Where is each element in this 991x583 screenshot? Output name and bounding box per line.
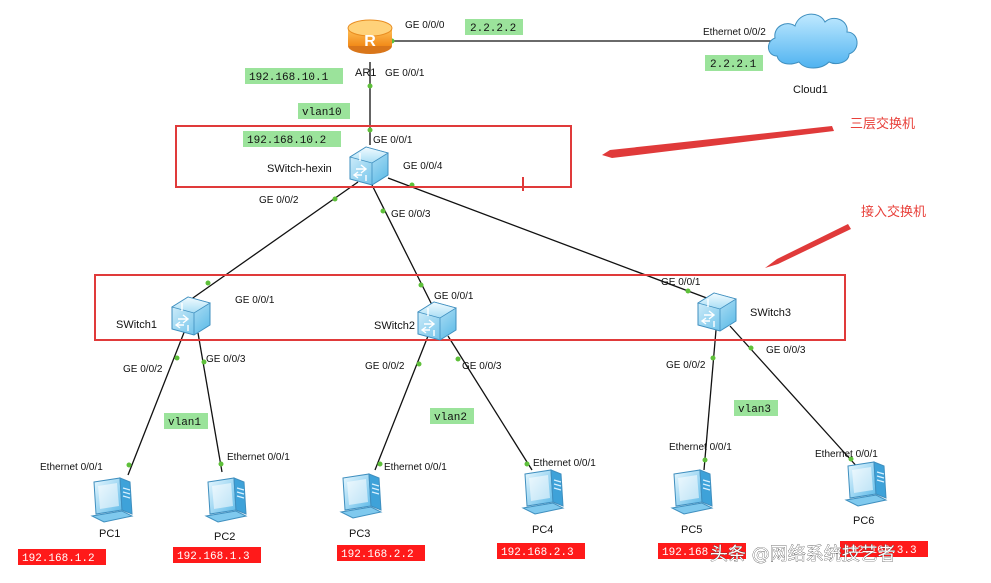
device-label-sw1: SWitch1 [116, 319, 157, 331]
port-label: Ethernet 0/0/1 [40, 462, 103, 473]
link-core-sw1 [189, 181, 359, 301]
green-tags: 2.2.2.2 2.2.2.1 192.168.10.1 vlan10 192.… [164, 19, 778, 429]
svg-text:R: R [364, 33, 376, 50]
port-label: GE 0/0/3 [766, 345, 806, 356]
annotation-arrows [602, 126, 851, 268]
pc-icon[interactable] [522, 469, 564, 515]
device-label-core: SWitch-hexin [267, 163, 332, 175]
port-label: Ethernet 0/0/2 [703, 27, 766, 38]
port-label: Ethernet 0/0/1 [669, 442, 732, 453]
ip-tag-pc6: 192.168.3.3 [844, 545, 917, 557]
port-label: GE 0/0/2 [666, 360, 706, 371]
port-label: GE 0/0/0 [405, 20, 445, 31]
access-layer-box [94, 274, 846, 341]
arrow-access-annotation [765, 224, 851, 268]
core-layer-box [175, 125, 572, 188]
l3-switch-icon[interactable] [349, 146, 389, 186]
port-label: GE 0/0/1 [235, 295, 275, 306]
port-label: GE 0/0/2 [123, 364, 163, 375]
port-label: GE 0/0/3 [391, 209, 431, 220]
port-label: Ethernet 0/0/1 [384, 462, 447, 473]
watermark-text: 头条 @网络系统技艺者 [710, 544, 896, 565]
device-label-pc1: PC1 [99, 528, 120, 540]
red-tags: 192.168.1.2 192.168.1.3 192.168.2.2 192.… [18, 541, 928, 565]
port-labels: GE 0/0/0 GE 0/0/1 Ethernet 0/0/2 GE 0/0/… [40, 20, 878, 473]
cloud-icon[interactable] [768, 13, 858, 69]
device-label-sw3: SWitch3 [750, 307, 791, 319]
link-sw2-pc4 [447, 335, 533, 471]
router-icon[interactable]: R [347, 19, 393, 54]
arrow-core-annotation [602, 126, 834, 158]
port-label: Ethernet 0/0/1 [533, 458, 596, 469]
device-label-pc4: PC4 [532, 524, 553, 536]
device-label-pc3: PC3 [349, 528, 370, 540]
ip-tag-pc3: 192.168.2.2 [341, 549, 414, 561]
port-label: Ethernet 0/0/1 [815, 449, 878, 460]
link-sw2-pc3 [374, 335, 429, 471]
link-core-sw2 [371, 184, 433, 306]
link-core-sw3 [387, 177, 713, 301]
device-label-cloud1: Cloud1 [793, 84, 828, 96]
pc-icon[interactable] [845, 461, 887, 507]
ip-tag-pc4: 192.168.2.3 [501, 547, 574, 559]
device-label-sw2: SWitch2 [374, 320, 415, 332]
l3-switch-icon[interactable] [417, 301, 457, 341]
port-label: Ethernet 0/0/1 [227, 452, 290, 463]
l3-switch-icon[interactable] [171, 296, 211, 336]
device-label-ar1: AR1 [355, 67, 376, 79]
link-sw3-pc5 [703, 329, 717, 471]
port-label: GE 0/0/4 [403, 161, 443, 172]
vlan-tag-vlan1: vlan1 [168, 417, 201, 429]
port-label: GE 0/0/1 [385, 68, 425, 79]
annotation-access-layer: 接入交换机 [861, 204, 926, 220]
pc-icon[interactable] [671, 469, 713, 515]
ip-tag-pc2: 192.168.1.3 [177, 551, 250, 563]
ip-tag-wan-ar: 2.2.2.2 [470, 23, 516, 35]
port-label: GE 0/0/2 [365, 361, 405, 372]
pc-icon[interactable] [205, 477, 247, 523]
port-label: GE 0/0/1 [434, 291, 474, 302]
pc-icon[interactable] [91, 477, 133, 523]
port-label: GE 0/0/3 [462, 361, 502, 372]
watermark: 头条 @网络系统技艺者 [710, 544, 896, 566]
device-label-pc5: PC5 [681, 524, 702, 536]
l3-switch-icon[interactable] [697, 292, 737, 332]
port-label: GE 0/0/2 [259, 195, 299, 206]
port-label: GE 0/0/3 [206, 354, 246, 365]
link-sw1-pc1 [127, 329, 186, 476]
ip-tag-pc5: 192.168.3.2 [662, 547, 735, 559]
vlan-tag-vlan10: vlan10 [302, 107, 342, 119]
annotation-core-layer: 三层交换机 [850, 116, 915, 132]
device-label-pc2: PC2 [214, 531, 235, 543]
pc-icon[interactable] [340, 473, 382, 519]
vlan-tag-vlan3: vlan3 [738, 404, 771, 416]
ip-tag-ar-lan: 192.168.10.1 [249, 72, 329, 84]
link-sw1-pc2 [197, 332, 223, 473]
port-label: GE 0/0/1 [373, 135, 413, 146]
vlan-tag-vlan2: vlan2 [434, 412, 467, 424]
ip-tag-core: 192.168.10.2 [247, 135, 326, 147]
ip-tag-pc1: 192.168.1.2 [22, 553, 95, 565]
port-label: GE 0/0/1 [661, 277, 701, 288]
device-label-pc6: PC6 [853, 515, 874, 527]
ip-tag-wan-cloud: 2.2.2.1 [710, 59, 757, 71]
